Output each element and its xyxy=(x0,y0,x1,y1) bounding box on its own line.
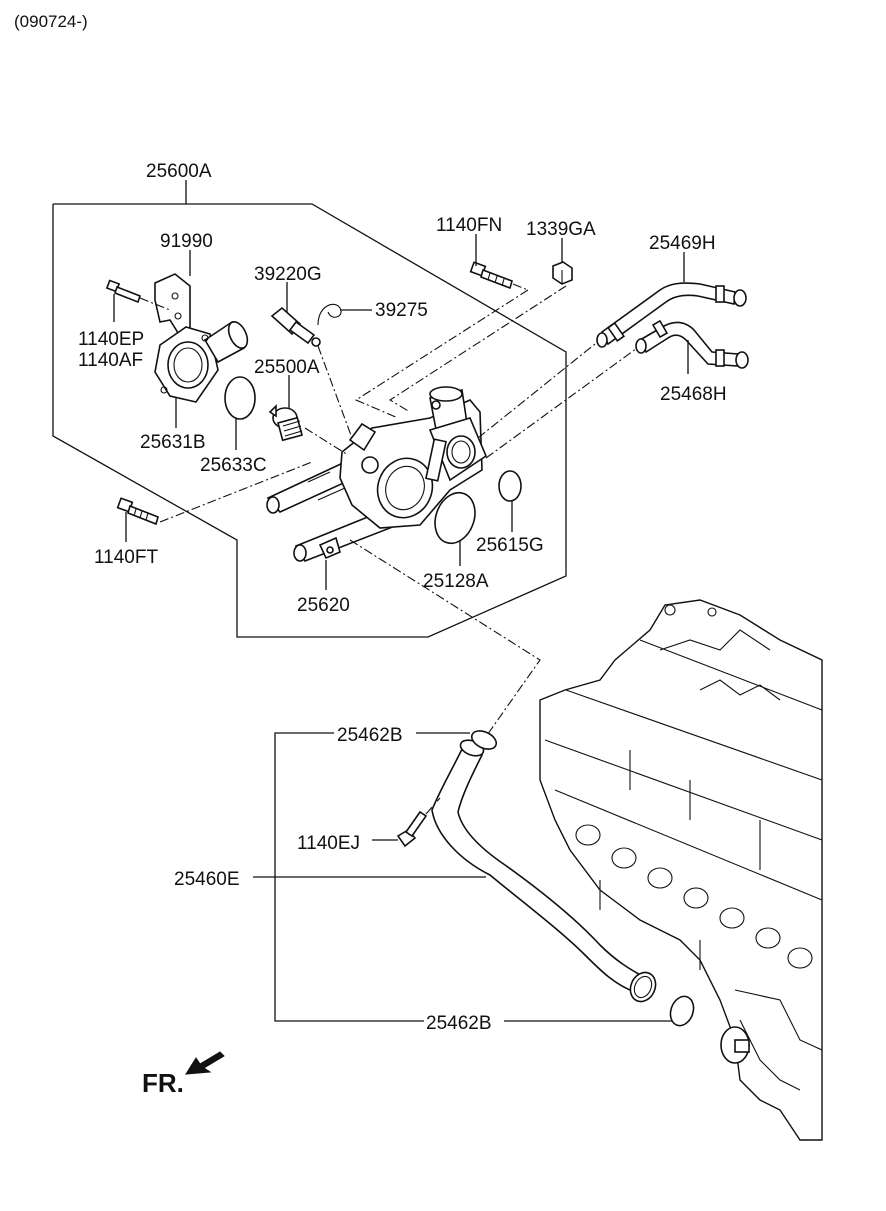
pipe-assembly-bracket xyxy=(253,732,672,1022)
catalog-code: (090724-) xyxy=(14,12,88,31)
bolt-1140FN xyxy=(469,261,513,290)
label-1140FT: 1140FT xyxy=(94,547,158,568)
label-39220G: 39220G xyxy=(254,264,322,285)
label-25469H: 25469H xyxy=(649,233,716,254)
bolt-1140FT xyxy=(116,497,159,526)
clip-39275 xyxy=(317,303,342,326)
label-25128A: 25128A xyxy=(423,571,489,592)
o-ring-top xyxy=(470,730,498,750)
gasket-small xyxy=(498,470,522,502)
label-25462B-bottom: 25462B xyxy=(426,1013,492,1034)
label-25633C: 25633C xyxy=(200,455,267,476)
hose-25469H xyxy=(596,282,747,348)
label-91990: 91990 xyxy=(160,231,213,252)
bolt-1140EP xyxy=(105,279,141,304)
engine-block xyxy=(539,599,823,1141)
label-1339GA: 1339GA xyxy=(526,219,596,240)
thermostat-cover xyxy=(154,320,249,403)
gasket-large xyxy=(434,491,476,545)
label-25500A: 25500A xyxy=(254,357,320,378)
pipe-fitting-25620 xyxy=(318,536,341,560)
label-1140EP: 1140EP xyxy=(78,329,144,350)
hose-25468H xyxy=(635,319,749,369)
assembly-frame xyxy=(52,180,567,638)
label-25468H: 25468H xyxy=(660,384,727,405)
nut-1339GA xyxy=(552,261,573,285)
label-25620: 25620 xyxy=(297,595,350,616)
bolt-1140EJ xyxy=(396,810,428,848)
label-25615G: 25615G xyxy=(476,535,544,556)
arrow-down-left-icon xyxy=(185,1051,225,1075)
label-25462B-top: 25462B xyxy=(337,725,403,746)
label-25600A: 25600A xyxy=(146,161,212,182)
label-39275: 39275 xyxy=(375,300,428,321)
temperature-sensor xyxy=(270,306,321,347)
label-25460E: 25460E xyxy=(174,869,240,890)
gasket-cover xyxy=(224,376,256,420)
thermostat-housing xyxy=(266,386,487,562)
o-ring-bottom xyxy=(669,995,695,1027)
front-direction-label: FR. xyxy=(142,1068,184,1098)
label-1140EJ: 1140EJ xyxy=(297,833,360,854)
label-1140AF: 1140AF xyxy=(78,350,143,371)
label-25631B: 25631B xyxy=(140,432,206,453)
label-1140FN: 1140FN xyxy=(436,215,502,236)
thermostat xyxy=(268,404,303,442)
bracket-91990 xyxy=(154,273,191,338)
